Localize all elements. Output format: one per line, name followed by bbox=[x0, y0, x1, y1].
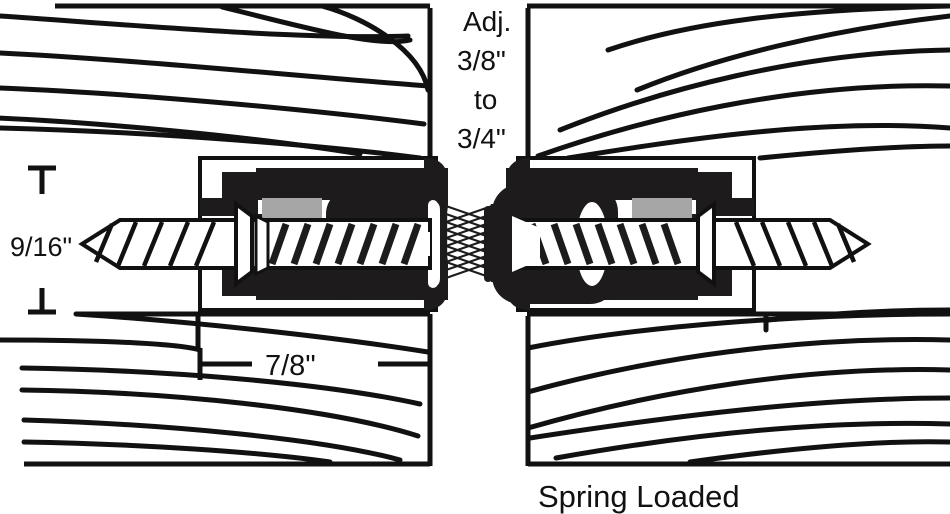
width-dimension-label: 7/8" bbox=[265, 350, 316, 382]
adjust-line-3: to bbox=[474, 84, 497, 115]
wood-bottom-left bbox=[0, 311, 433, 467]
dimension-width bbox=[197, 348, 433, 380]
adjust-line-1: Adj. bbox=[463, 6, 511, 37]
adjust-range-label: Adj. 3/8" to 3/4" bbox=[457, 6, 511, 154]
wood-top-right bbox=[525, 3, 950, 161]
adjust-line-2: 3/8" bbox=[457, 45, 506, 76]
wood-top-left bbox=[0, 3, 433, 161]
height-dimension-label: 9/16" bbox=[10, 232, 72, 262]
screw-right bbox=[512, 200, 872, 288]
compression-spring bbox=[444, 204, 494, 282]
dimension-height bbox=[28, 165, 56, 315]
wood-bottom-right bbox=[525, 307, 950, 467]
figure-caption: Spring Loaded bbox=[538, 479, 740, 514]
adjust-line-4: 3/4" bbox=[457, 123, 506, 154]
screw-left bbox=[78, 200, 432, 288]
